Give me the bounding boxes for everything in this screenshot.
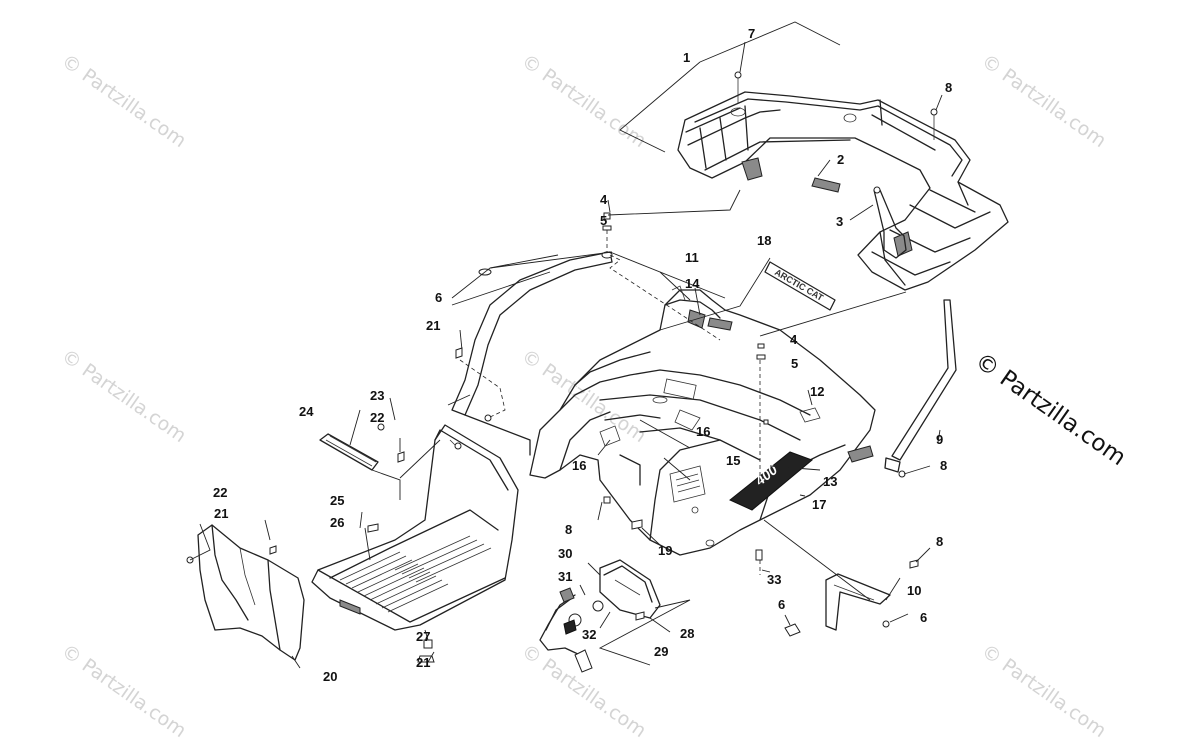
- callout-13: 13: [823, 474, 837, 489]
- callout-4: 4: [600, 192, 608, 207]
- rack-decal: [811, 177, 841, 193]
- callout-21: 21: [426, 318, 440, 333]
- rear-fender: [529, 285, 876, 556]
- rear-rack: [677, 91, 1009, 291]
- fender-side-panel: [451, 251, 613, 456]
- fasteners: [186, 71, 938, 663]
- callout-8: 8: [945, 80, 952, 95]
- rack-support-arm: [884, 299, 957, 473]
- callout-1: 1: [683, 50, 690, 65]
- leader-lines: [189, 21, 943, 669]
- callout-21c: 21: [416, 655, 430, 670]
- callout-11: 11: [685, 250, 699, 265]
- callout-15: 15: [726, 453, 740, 468]
- arctic-cat-decal: ARCTIC CAT: [764, 261, 836, 311]
- callout-28: 28: [680, 626, 694, 641]
- callout-22: 22: [370, 410, 384, 425]
- callout-20: 20: [323, 669, 337, 684]
- callout-32: 32: [582, 627, 596, 642]
- callout-14: 14: [685, 276, 700, 291]
- callout-30: 30: [558, 546, 572, 561]
- model-decal: 400: [729, 451, 813, 511]
- footwell-grip: [339, 535, 492, 613]
- footwell: [311, 414, 519, 631]
- callout-labels: 1 7 8 2 3 4 5 18 11 14 6 21 4 5 12 23 24…: [213, 26, 952, 684]
- taillight-assembly: [539, 559, 661, 673]
- callout-31: 31: [558, 569, 572, 584]
- callout-6b: 6: [778, 597, 785, 612]
- callout-26: 26: [330, 515, 344, 530]
- footrest: [319, 433, 379, 471]
- callout-9: 9: [936, 432, 943, 447]
- callout-8b: 8: [940, 458, 947, 473]
- rack-mount-bracket: [873, 186, 907, 259]
- callout-27: 27: [416, 629, 430, 644]
- callout-3: 3: [836, 214, 843, 229]
- callout-2: 2: [837, 152, 844, 167]
- callout-8d: 8: [936, 534, 943, 549]
- callout-10: 10: [907, 583, 921, 598]
- callout-22b: 22: [213, 485, 227, 500]
- callout-6: 6: [435, 290, 442, 305]
- splash-guard: [197, 524, 305, 661]
- callout-4b: 4: [790, 332, 798, 347]
- side-bracket: [825, 573, 891, 631]
- callout-5: 5: [600, 213, 607, 228]
- callout-23: 23: [370, 388, 384, 403]
- callout-7: 7: [748, 26, 755, 41]
- callout-29: 29: [654, 644, 668, 659]
- reflector: [847, 445, 874, 463]
- arctic-cat-decal-text: ARCTIC CAT: [773, 267, 825, 303]
- callout-25: 25: [330, 493, 344, 508]
- callout-5b: 5: [791, 356, 798, 371]
- callout-12: 12: [810, 384, 824, 399]
- callout-8c: 8: [565, 522, 572, 537]
- callout-17: 17: [812, 497, 826, 512]
- callout-16b: 16: [572, 458, 586, 473]
- callout-33: 33: [767, 572, 781, 587]
- callout-21b: 21: [214, 506, 228, 521]
- callout-19: 19: [658, 543, 672, 558]
- callout-18: 18: [757, 233, 771, 248]
- callout-6c: 6: [920, 610, 927, 625]
- callout-24: 24: [299, 404, 314, 419]
- callout-16: 16: [696, 424, 710, 439]
